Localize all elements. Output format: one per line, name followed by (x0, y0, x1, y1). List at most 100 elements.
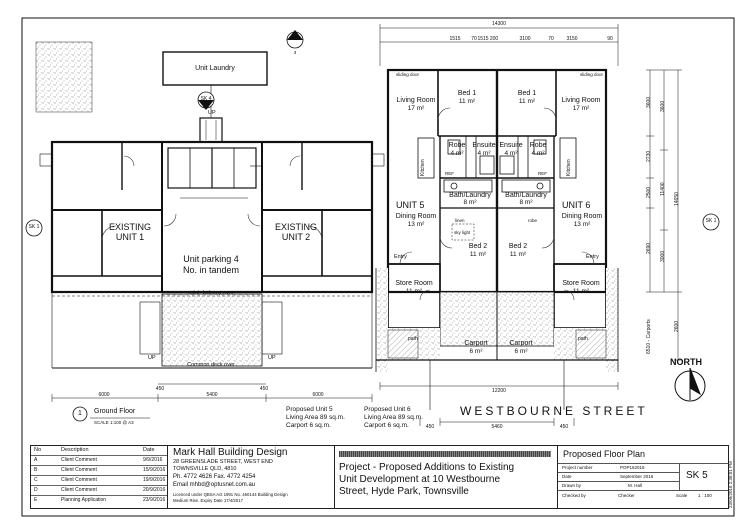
unit5-robe-area: 4 m² (450, 150, 464, 157)
unit6-robe-area: 4 m² (531, 150, 545, 157)
unit6-ensuite: Ensuite (499, 142, 523, 149)
unit-parking-line1: Unit parking 4 (183, 254, 239, 264)
section-mark-sk3-num: 3 (293, 50, 297, 55)
unit6-sliding-door: sliding door (580, 72, 604, 77)
summary-unit6-living: Living Area 89 sq.m. (364, 414, 423, 421)
dim-bottom-seg-3: 450 (559, 424, 569, 430)
firm-address2: TOWNSVILLE QLD, 4810 (173, 466, 237, 472)
dim-top-segment: 70 (471, 36, 477, 42)
unit5-store-area: 11 m² (405, 288, 423, 295)
north-label: NORTH (670, 357, 702, 367)
unit5-store: Store Room (395, 280, 433, 287)
unit6-bath-laundry: Bath/Laundry (505, 192, 547, 199)
unit6-ref: REF (538, 171, 547, 176)
revision-date: 9/9/2016 (143, 457, 163, 463)
existing-unit-1-label: EXISTING UNIT 1 (103, 222, 157, 242)
dim-bottom-seg-2: 5460 (491, 424, 503, 430)
dim-left-small-2: 450 (259, 386, 269, 392)
unit6-bed1: Bed 1 (517, 90, 537, 97)
project-block: Project - Proposed Additions to Existing… (334, 445, 558, 509)
sheet-info-block: Proposed Floor Plan Project number POP16… (557, 445, 729, 509)
unit-parking-line2: No. in tandem (182, 265, 240, 275)
up-label-left: UP (148, 355, 156, 361)
unit6-kitchen: Kitchen (566, 159, 572, 176)
firm-name: Mark Hall Building Design (173, 447, 288, 458)
street-name: WESTBOURNE STREET (460, 404, 648, 418)
ground-floor-title: Ground Floor (94, 408, 136, 415)
dim-right-seg2-3: 2600 (674, 320, 680, 332)
up-label-right: UP (268, 355, 276, 361)
dim-top-segment: 1515 (449, 36, 461, 42)
firm-email: Email mhbd@optusnet.com.au (173, 482, 256, 488)
carport-right: Carport (509, 340, 533, 347)
unit5-entry: Entry (394, 254, 407, 260)
summary-unit5: Proposed Unit 5 Living Area 89 sq.m. Car… (286, 406, 345, 430)
unit5-ensuite: Ensuite (472, 142, 496, 149)
print-timestamp: 23/09/2016 2:38:01 PM (728, 461, 733, 508)
project-number: POP162016 (620, 465, 645, 470)
unit5-dining-area: 13 m² (407, 221, 425, 228)
unit6-entry: Entry (586, 254, 599, 260)
unit6-store: Store Room (562, 280, 600, 287)
unit6-dining-area: 13 m² (573, 221, 591, 228)
dim-bottom-seg-1: 450 (425, 424, 435, 430)
scale-label: Scale (676, 493, 688, 498)
unit5-name: UNIT 5 (396, 200, 425, 210)
rev-col-no: No (34, 447, 42, 453)
unit5-bed2: Bed 2 (468, 243, 488, 250)
project-line3: Street, Hyde Park, Townsville (339, 486, 469, 497)
summary-unit5-carport: Carport 6 sq.m. (286, 422, 331, 429)
unit6-store-area: 11 m² (572, 288, 590, 295)
summary-unit5-title: Proposed Unit 5 (286, 406, 333, 413)
dim-bottom-overall: 12200 (492, 388, 506, 394)
path-right: path (578, 336, 588, 342)
firm-phone: Ph. 4772 4626 Fax. 4772 4254 (173, 474, 256, 480)
section-mark-sk1-right: SK 1 (705, 218, 717, 224)
unit6-robe: Robe (529, 142, 547, 149)
revision-desc: Client Comment (61, 477, 97, 483)
carport-right-area: 6 m² (514, 348, 528, 355)
unit5-ensuite-area: 4 m² (477, 150, 491, 157)
section-mark-sk1-left: SK 1 (28, 224, 40, 230)
existing-unit-1-text: EXISTING UNIT 1 (108, 222, 151, 242)
unit5-bed1: Bed 1 (457, 90, 477, 97)
revisions-header: No Description Date (31, 446, 167, 455)
revision-date: 20/9/2016 (143, 487, 166, 493)
unit5-sliding-door: sliding door (396, 72, 420, 77)
up-label-laundry: UP (208, 110, 216, 116)
dim-top-segment: 3150 (566, 36, 578, 42)
unit5-bath-laundry: Bath/Laundry (449, 192, 491, 199)
dim-top-segment: 90 (607, 36, 613, 42)
summary-unit6-carport: Carport 6 sq.m. (364, 422, 409, 429)
carport-left: Carport (464, 340, 488, 347)
rev-col-desc: Description (61, 447, 89, 453)
dim-right-seg-1: 3600 (646, 96, 652, 108)
unit6-ensuite-area: 4 m² (504, 150, 518, 157)
revision-desc: Planning Application (61, 497, 107, 503)
sheet-title: Proposed Floor Plan (563, 449, 646, 459)
revision-desc: Client Comment (61, 467, 97, 473)
summary-unit6-title: Proposed Unit 6 (364, 406, 411, 413)
dim-right-seg2-1: 3600 (660, 100, 666, 112)
dim-right-seg-3: 2500 (646, 186, 652, 198)
unit5-living-room: Living Room (396, 97, 436, 104)
sky-light-label: sky light (454, 230, 471, 235)
dim-left-small-1: 450 (155, 386, 165, 392)
unit-laundry-label: Unit Laundry (195, 65, 235, 72)
revision-no: B (34, 467, 38, 473)
revision-no: D (34, 487, 38, 493)
revision-no: C (34, 477, 38, 483)
dim-left-bottom-1: 6000 (98, 392, 110, 398)
ground-floor-number: 1 (78, 410, 82, 417)
firm-address1: 28 GREENSLADE STREET, WEST END (173, 459, 273, 465)
project-number-label: Project number (562, 465, 593, 470)
unit6-bed1-area: 11 m² (518, 98, 536, 105)
revision-no: A (34, 457, 38, 463)
unit6-dining: Dining Room (561, 213, 603, 220)
unit6-bed2-area: 11 m² (509, 251, 527, 258)
